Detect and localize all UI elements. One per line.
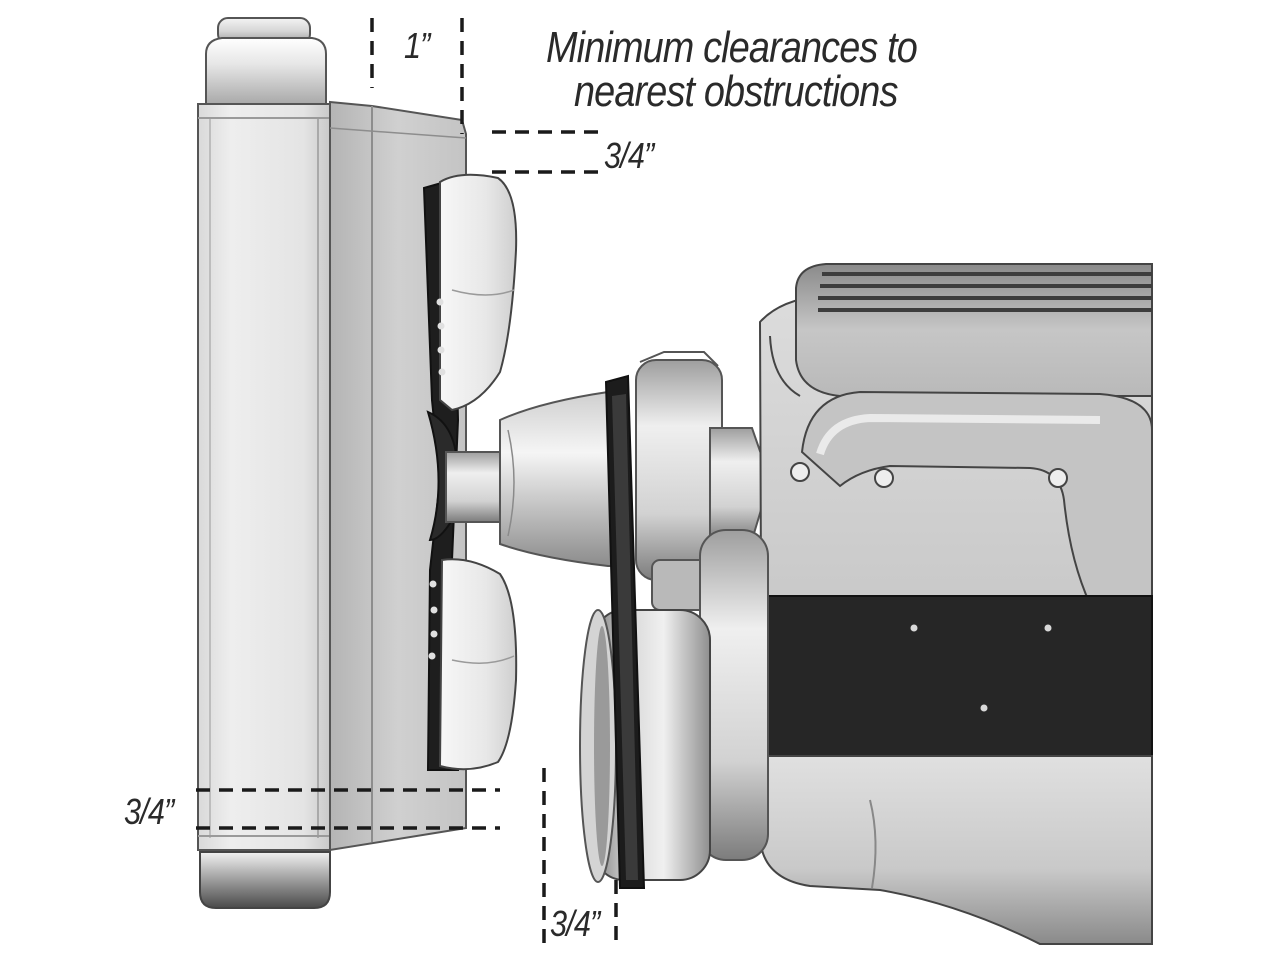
heading-line-1: Minimum clearances to — [546, 23, 918, 72]
engine-dark-band — [759, 595, 1153, 757]
radiator-top-tank — [205, 37, 327, 105]
clearance-lines — [196, 18, 618, 946]
clearance-label-top: 1” — [404, 25, 430, 66]
fan-assembly — [422, 173, 518, 771]
valve-cover-ribs — [818, 272, 1152, 312]
radiator-bottom-tank — [199, 851, 331, 909]
exhaust-runner — [800, 390, 1153, 606]
valve-cover — [795, 263, 1153, 397]
pump-hub — [499, 391, 619, 567]
heading-line-2: nearest obstructions — [574, 67, 898, 116]
radiator-core — [197, 103, 331, 851]
fan-rivets — [428, 298, 446, 660]
exhaust-bolts — [790, 462, 1068, 488]
clearance-label-fan: 3/4” — [604, 135, 654, 176]
fan-blade-upper — [439, 173, 518, 412]
clearance-label-bottom: 3/4” — [124, 791, 174, 832]
band-bolts — [910, 624, 1052, 712]
fan-shaft — [445, 451, 509, 523]
oil-pan — [758, 755, 1153, 945]
fan-blade-lower — [438, 558, 518, 771]
engine-block — [758, 263, 1153, 945]
clearance-label-pulley: 3/4” — [550, 903, 600, 944]
radiator — [197, 17, 331, 909]
